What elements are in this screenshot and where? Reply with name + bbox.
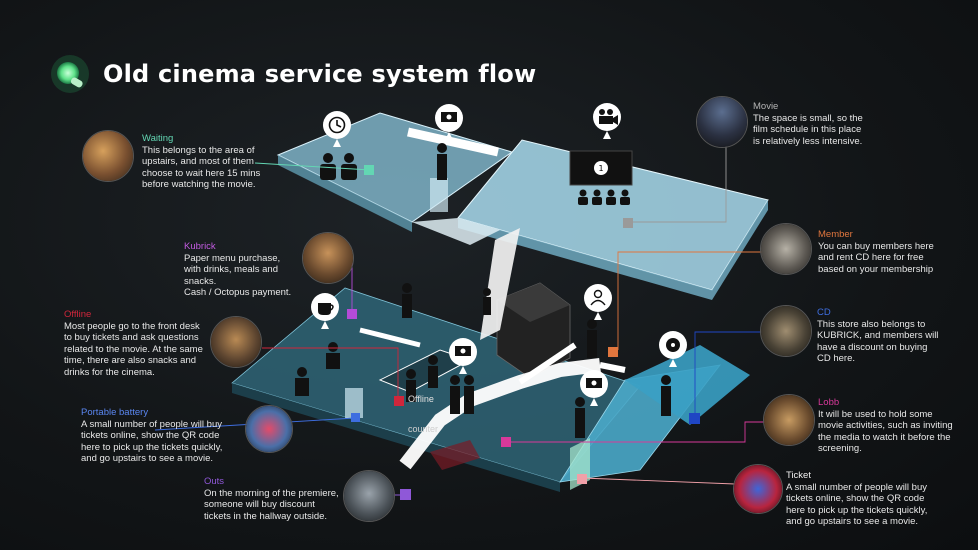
counter-floor-label: counter	[408, 424, 439, 434]
cd-text: This store also belongs to KUBRICK, and …	[817, 318, 939, 365]
outs-title: Outs	[204, 476, 225, 487]
cd-icon	[659, 331, 687, 367]
waiting-text: This belongs to the area of upstairs, an…	[142, 144, 261, 191]
cd-annotation: CD This store also belongs to KUBRICK, a…	[817, 307, 947, 365]
svg-text:1: 1	[598, 164, 603, 173]
kubrick-title: Kubrick	[184, 241, 216, 252]
kubrick-marker	[347, 309, 357, 319]
offline-marker	[394, 396, 404, 406]
member-photo	[760, 223, 812, 275]
movie-annotation: Movie The space is small, so the film sc…	[753, 101, 873, 147]
member-annotation: Member You can buy members here and rent…	[818, 229, 948, 275]
movie-marker	[623, 218, 633, 228]
movie-photo	[696, 96, 748, 148]
ticket-annotation: Ticket A small number of people will buy…	[786, 470, 946, 528]
waiting-annotation: Waiting This belongs to the area of upst…	[142, 133, 268, 191]
lobb-annotation: Lobb It will be used to hold some movie …	[818, 397, 958, 455]
portable-text: A small number of people will buy ticket…	[81, 418, 223, 465]
cd-photo	[760, 305, 812, 357]
lobb-text: It will be used to hold some movie activ…	[818, 408, 953, 455]
waiting-marker	[364, 165, 374, 175]
lobb-photo	[763, 394, 815, 446]
offline-text: Most people go to the front desk to buy …	[64, 320, 203, 378]
outs-marker	[400, 489, 411, 500]
offline-title: Offline	[64, 309, 92, 320]
member-text: You can buy members here and rent CD her…	[818, 240, 934, 275]
portable-marker	[351, 413, 360, 422]
people-figures	[295, 143, 671, 438]
portable-title: Portable battery	[81, 407, 149, 418]
cd-title: CD	[817, 307, 831, 318]
offline-photo	[210, 316, 262, 368]
ticket-photo	[733, 464, 783, 514]
person-icon	[584, 284, 612, 320]
screen-icon: 1	[569, 150, 633, 205]
waiting-photo	[82, 130, 134, 182]
ticket-marker	[577, 474, 587, 484]
movie-text: The space is small, so the film schedule…	[753, 112, 863, 147]
kubrick-photo	[302, 232, 354, 284]
outs-text: On the morning of the premiere, someone …	[204, 487, 339, 522]
kubrick-annotation: Kubrick Paper menu purchase, with drinks…	[184, 241, 312, 299]
member-marker	[608, 347, 618, 357]
portable-annotation: Portable battery A small number of peopl…	[81, 407, 241, 465]
movie-title: Movie	[753, 101, 779, 112]
waiting-title: Waiting	[142, 133, 174, 144]
projector-icon	[593, 103, 621, 139]
cd-marker	[689, 413, 700, 424]
money-icon	[449, 338, 477, 374]
coffee-icon	[311, 293, 339, 329]
offline-annotation: Offline Most people go to the front desk…	[64, 309, 214, 378]
cash-icon-2	[580, 370, 608, 406]
cash-icon	[435, 104, 463, 140]
lobb-title: Lobb	[818, 397, 840, 408]
offline-floor-label: Offline	[408, 394, 434, 404]
kubrick-text: Paper menu purchase, with drinks, meals …	[184, 252, 292, 299]
outs-annotation: Outs On the morning of the premiere, som…	[204, 476, 344, 522]
ticket-text: A small number of people will buy ticket…	[786, 481, 928, 528]
page-title: Old cinema service system flow	[103, 60, 537, 88]
member-title: Member	[818, 229, 853, 240]
clock-icon	[323, 111, 351, 147]
lobb-marker	[501, 437, 511, 447]
logo-icon	[51, 55, 89, 93]
portable-photo	[245, 405, 293, 453]
outs-photo	[343, 470, 395, 522]
ticket-title: Ticket	[786, 470, 811, 481]
